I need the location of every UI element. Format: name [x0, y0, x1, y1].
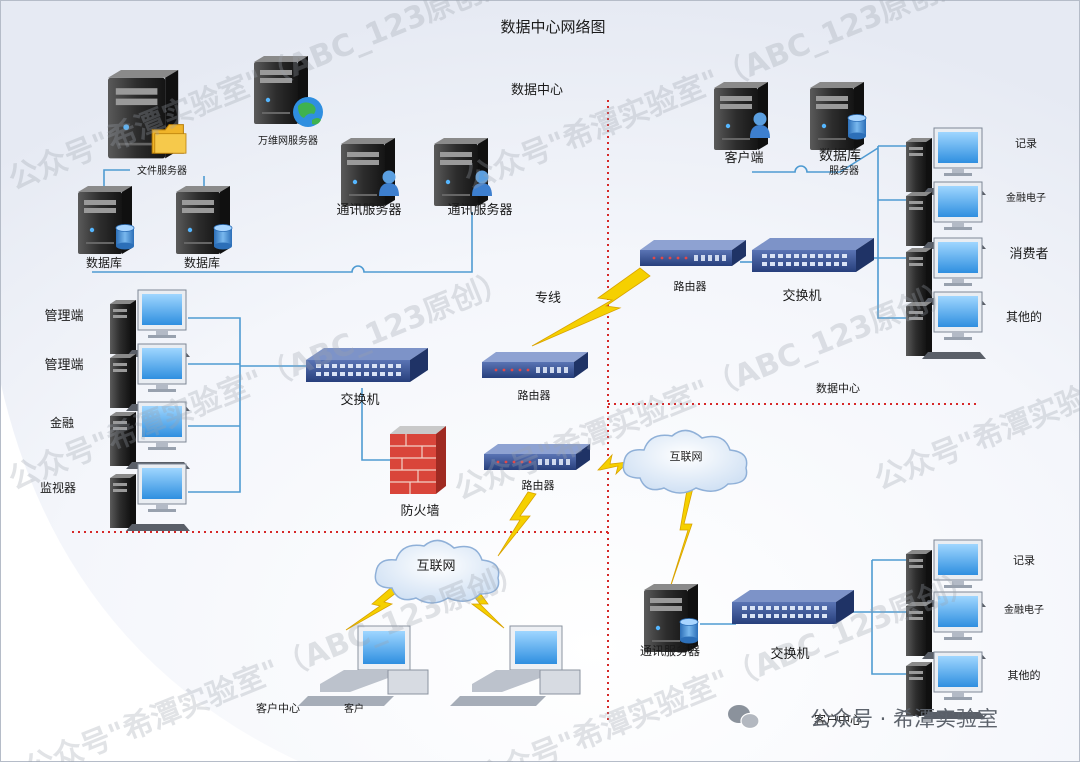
right-pc-label: 金融电子	[1006, 191, 1046, 204]
zone-label-top: 数据中心	[511, 83, 563, 98]
cloud-left-label: 互联网	[416, 559, 455, 574]
database-2-label: 数据库	[184, 255, 220, 270]
database-server-2	[176, 186, 233, 254]
router-right	[640, 240, 746, 266]
wechat-icon	[728, 705, 760, 730]
comm-server-1-label: 通讯服务器	[336, 202, 401, 218]
switch-right	[752, 238, 874, 272]
router-low-label: 路由器	[522, 478, 555, 492]
cables	[92, 145, 908, 675]
left-pc-label: 管理端	[44, 358, 83, 373]
comm-server-2-label: 通讯服务器	[447, 202, 512, 218]
dedicated-line-bolt	[531, 267, 651, 347]
firewall-label: 防火墙	[400, 503, 439, 519]
web-server	[254, 56, 323, 127]
client-server-label: 客户端	[724, 150, 763, 166]
router-mid	[482, 352, 588, 378]
file-server	[108, 70, 187, 159]
database-right-label: 数据库	[819, 148, 861, 164]
left-pc-label: 监视器	[40, 480, 76, 495]
switch-left-label: 交换机	[340, 392, 379, 408]
cloud-right-label: 互联网	[670, 450, 703, 463]
database-server-1	[78, 186, 135, 254]
firewall-icon	[390, 426, 446, 494]
comm-server-bottom-label: 通讯服务器	[640, 643, 700, 658]
database-right-sublabel: 服务器	[829, 164, 859, 177]
switch-right-label: 交换机	[782, 288, 821, 304]
database-server-right	[810, 82, 867, 150]
right-pc-label: 记录	[1015, 137, 1037, 150]
right-bottom-pc-label: 其他的	[1008, 668, 1041, 682]
switch-bottom-label: 交换机	[770, 646, 809, 662]
comm-server-bottom	[644, 584, 699, 652]
file-server-label: 文件服务器	[137, 164, 187, 177]
comm-server-1	[341, 138, 399, 206]
left-pc-label: 金融	[50, 415, 74, 430]
zone-dividers	[72, 100, 978, 722]
footer-brand: 公众号 · 希潭实验室	[728, 705, 998, 731]
zone-label-bottom-left: 客户中心	[256, 701, 300, 715]
right-pc-label: 其他的	[1006, 309, 1042, 324]
router-mid-label: 路由器	[518, 388, 551, 402]
router-right-label: 路由器	[674, 279, 707, 293]
database-1-label: 数据库	[86, 255, 122, 270]
right-bottom-pc-label: 记录	[1013, 554, 1035, 567]
diagram-title: 数据中心网络图	[500, 18, 605, 36]
zone-label-right: 数据中心	[816, 381, 860, 395]
web-server-label: 万维网服务器	[258, 134, 318, 147]
dedicated-line-label: 专线	[535, 291, 561, 306]
zone-label-bottom-right: 客户中心	[814, 712, 862, 727]
client-label: 客户	[344, 702, 364, 715]
left-pc-label: 管理端	[44, 309, 83, 324]
right-bottom-pc-label: 金融电子	[1004, 603, 1044, 616]
right-pc-label: 消费者	[1009, 247, 1048, 262]
footer-brand-text: 公众号 · 希潭实验室	[810, 707, 998, 731]
